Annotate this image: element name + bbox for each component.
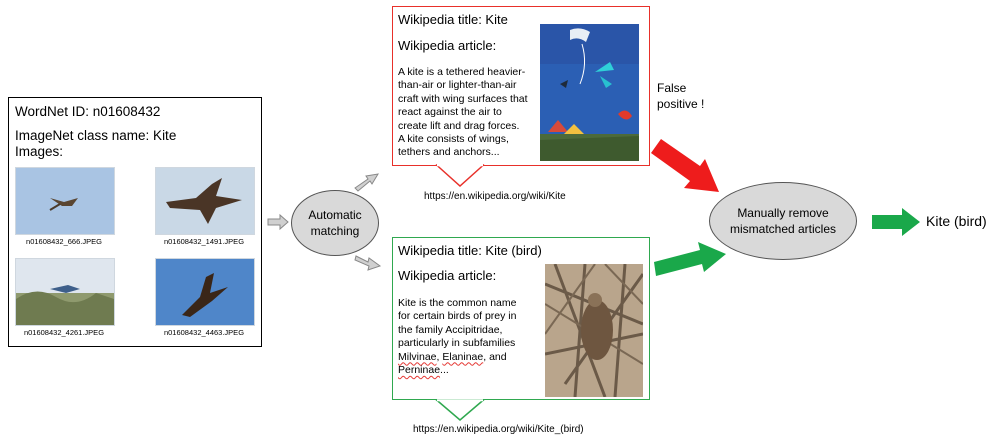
body-line: tethers and anchors... (398, 146, 500, 159)
body-line: Milvinae, Elaninae, and (398, 351, 516, 364)
kite-box-callout-tail (435, 163, 485, 188)
body-line: for certain birds of prey in (398, 310, 517, 323)
matching-label-line2: matching (310, 224, 360, 238)
kite-image-4 (155, 258, 255, 326)
body-line: create lift and drag forces. (398, 119, 520, 132)
accepted-match-arrow (654, 242, 726, 276)
wiki-kite-body: A kite is a tethered heavier- than-air o… (398, 66, 528, 160)
wiki-bird-article-label: Wikipedia article: (398, 268, 497, 283)
body-line: A kite is a tethered heavier- (398, 66, 526, 78)
wiki-kite-url[interactable]: https://en.wikipedia.org/wiki/Kite (424, 191, 566, 202)
note-line: positive ! (657, 97, 705, 111)
link-perninae[interactable]: Perninae (398, 364, 441, 377)
body-line: react against the air to (398, 106, 502, 119)
bird-box-callout-tail (435, 398, 485, 421)
image-caption-4: n01608432_4463.JPEG (163, 328, 245, 337)
body-line: the family Accipitridae, (398, 323, 503, 336)
arrow-to-bird-box (354, 255, 382, 271)
body-line: A kite consists of wings, (398, 133, 509, 146)
images-label: Images: (15, 144, 64, 159)
note-line: False (657, 81, 687, 95)
wiki-kite-bird-card: Wikipedia title: Kite (bird) Wikipedia a… (392, 237, 650, 400)
imagenet-class-panel: WordNet ID: n01608432 ImageNet class nam… (8, 97, 262, 347)
kite-image-3 (15, 258, 115, 326)
line-tail-text: ... (440, 364, 449, 377)
kite-bird-photo (545, 264, 643, 397)
image-caption-3: n01608432_4261.JPEG (23, 328, 105, 337)
image-caption-1: n01608432_666.JPEG (26, 237, 102, 246)
image-caption-2: n01608432_1491.JPEG (163, 237, 245, 246)
line-tail-text: , and (483, 350, 507, 363)
link-milvinae[interactable]: Milvinae (398, 350, 437, 363)
body-line: craft with wing surfaces that (398, 92, 528, 105)
wiki-bird-title: Wikipedia title: Kite (bird) (398, 243, 542, 258)
kites-in-sky-photo (540, 24, 639, 161)
manual-label-line2: mismatched articles (729, 222, 837, 236)
wordnet-id: WordNet ID: n01608432 (15, 104, 161, 119)
result-arrow (872, 208, 920, 236)
wiki-kite-title: Wikipedia title: Kite (398, 12, 508, 27)
wiki-kite-card: Wikipedia title: Kite Wikipedia article:… (392, 6, 650, 166)
manual-removal-node: Manually remove mismatched articles (709, 182, 857, 260)
imagenet-class-name: ImageNet class name: Kite (15, 128, 177, 143)
wiki-bird-url[interactable]: https://en.wikipedia.org/wiki/Kite_(bird… (413, 424, 584, 435)
link-elaninae[interactable]: Elaninae (442, 350, 484, 363)
false-positive-arrow (651, 139, 719, 192)
body-line: than-air or lighter-than-air (398, 79, 517, 92)
arrow-to-kite-box (354, 173, 379, 192)
body-line: Perninae... (398, 364, 516, 377)
body-line: particularly in subfamilies (398, 337, 516, 350)
body-line: Kite is the common name (398, 297, 517, 309)
kite-image-2 (155, 167, 255, 235)
arrow-to-matching (267, 213, 289, 231)
automatic-matching-node: Automatic matching (291, 190, 379, 256)
wiki-bird-body: Kite is the common name for certain bird… (398, 297, 516, 377)
wiki-kite-article-label: Wikipedia article: (398, 38, 497, 53)
separator-text: , (436, 350, 443, 363)
false-positive-note: False positive ! (657, 80, 704, 112)
manual-label-line1: Manually remove (737, 206, 829, 220)
matching-label-line1: Automatic (308, 208, 362, 222)
kite-image-1 (15, 167, 115, 235)
result-label: Kite (bird) (926, 213, 987, 229)
